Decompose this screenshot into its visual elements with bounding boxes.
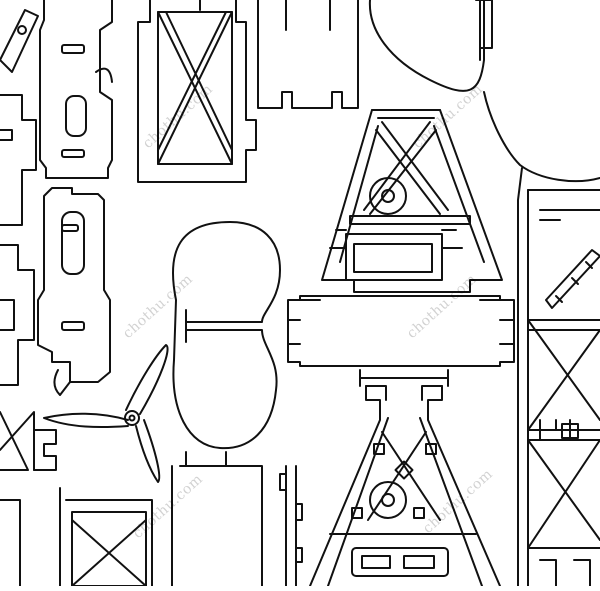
lower-left-slotted-bar (279, 465, 303, 587)
propeller-part (43, 344, 169, 483)
left-rounded-wing (172, 221, 281, 450)
tower-lower-triangle (309, 369, 501, 587)
left-strip-parts (0, 0, 113, 396)
right-tall-frame (517, 167, 600, 587)
tower-middle-bar (287, 295, 515, 367)
top-right-rounded-panel (368, 0, 600, 183)
top-x-frame (137, 0, 257, 183)
tower-upper-triangle (321, 109, 503, 293)
top-connector-part (257, 0, 359, 109)
bottom-left-parts (0, 411, 263, 587)
